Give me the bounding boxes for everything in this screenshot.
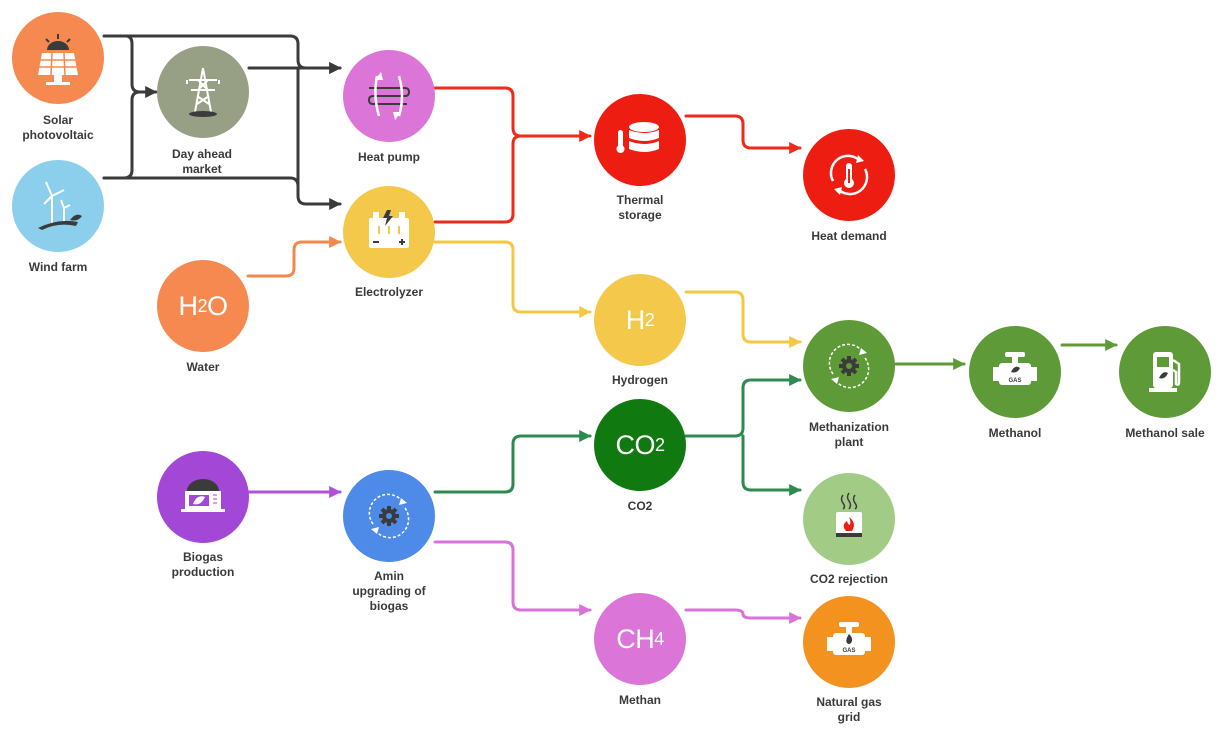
label-heat-demand: Heat demand bbox=[811, 229, 887, 243]
label-heat-pump: Heat pump bbox=[357, 150, 420, 164]
label-methanol: Methanol bbox=[988, 426, 1042, 440]
solar-panel-icon bbox=[38, 34, 78, 85]
flame-box-icon bbox=[836, 492, 862, 537]
gas-valve-icon: GAS bbox=[827, 622, 871, 655]
label-wind-farm: Wind farm bbox=[28, 260, 88, 274]
node-heat-pump bbox=[343, 50, 435, 142]
thermometer-cycle-icon bbox=[829, 154, 869, 196]
label-water: Water bbox=[186, 360, 220, 374]
edge-water-electrolyzer bbox=[246, 236, 342, 278]
edge-amin-co2 bbox=[433, 430, 592, 494]
edge-amin-methan bbox=[433, 540, 592, 616]
edge-wind-electrolyzer bbox=[102, 176, 342, 210]
node-methanization-plant bbox=[803, 320, 895, 412]
methanol-gas-tag: GAS bbox=[1008, 378, 1021, 384]
edge-thermal-heatdemand bbox=[684, 114, 802, 154]
heat-pump-icon bbox=[367, 72, 411, 120]
storage-tank-icon bbox=[616, 122, 659, 153]
biogas-plant-icon bbox=[181, 479, 225, 512]
edge-solar-market bbox=[124, 34, 158, 98]
node-heat-demand bbox=[803, 129, 895, 221]
label-methan: Methan bbox=[619, 693, 661, 707]
wind-turbine-icon bbox=[38, 181, 82, 230]
gear-cycle-icon bbox=[368, 493, 410, 539]
label-hydrogen: Hydrogen bbox=[611, 373, 668, 387]
natural-gas-tag: GAS bbox=[842, 648, 855, 654]
node-methanol: GAS bbox=[969, 326, 1061, 418]
edge-methan-naturalgas bbox=[684, 608, 802, 624]
node-solar-photovoltaic bbox=[12, 12, 104, 104]
edge-hydrogen-methanization bbox=[684, 290, 802, 348]
node-natural-gas-grid: GAS bbox=[803, 596, 895, 688]
node-amin-upgrading bbox=[343, 470, 435, 562]
edge-co2-rejection bbox=[741, 434, 802, 496]
edge-co2-methanization bbox=[684, 374, 802, 438]
node-methanol-sale bbox=[1119, 326, 1211, 418]
label-methanol-sale: Methanol sale bbox=[1125, 426, 1205, 440]
electrolyzer-icon bbox=[369, 210, 409, 248]
node-co2-rejection bbox=[803, 473, 895, 565]
node-thermal-storage bbox=[594, 94, 686, 186]
label-co2: CO2 bbox=[627, 499, 653, 513]
node-biogas-production bbox=[157, 451, 249, 543]
edge-electrolyzer-thermal bbox=[433, 134, 523, 224]
gas-valve-icon: GAS bbox=[993, 352, 1037, 385]
node-wind-farm bbox=[12, 160, 104, 252]
label-electrolyzer: Electrolyzer bbox=[354, 285, 424, 299]
label-co2-rejection: CO2 rejection bbox=[809, 572, 889, 586]
gear-cycle-icon bbox=[828, 343, 870, 389]
fuel-pump-icon bbox=[1149, 352, 1181, 392]
node-day-ahead-market bbox=[157, 46, 249, 138]
power-tower-icon bbox=[186, 67, 220, 117]
edge-heatpump-thermal bbox=[433, 86, 592, 142]
node-electrolyzer bbox=[343, 186, 435, 278]
edge-electrolyzer-hydrogen bbox=[433, 240, 592, 318]
